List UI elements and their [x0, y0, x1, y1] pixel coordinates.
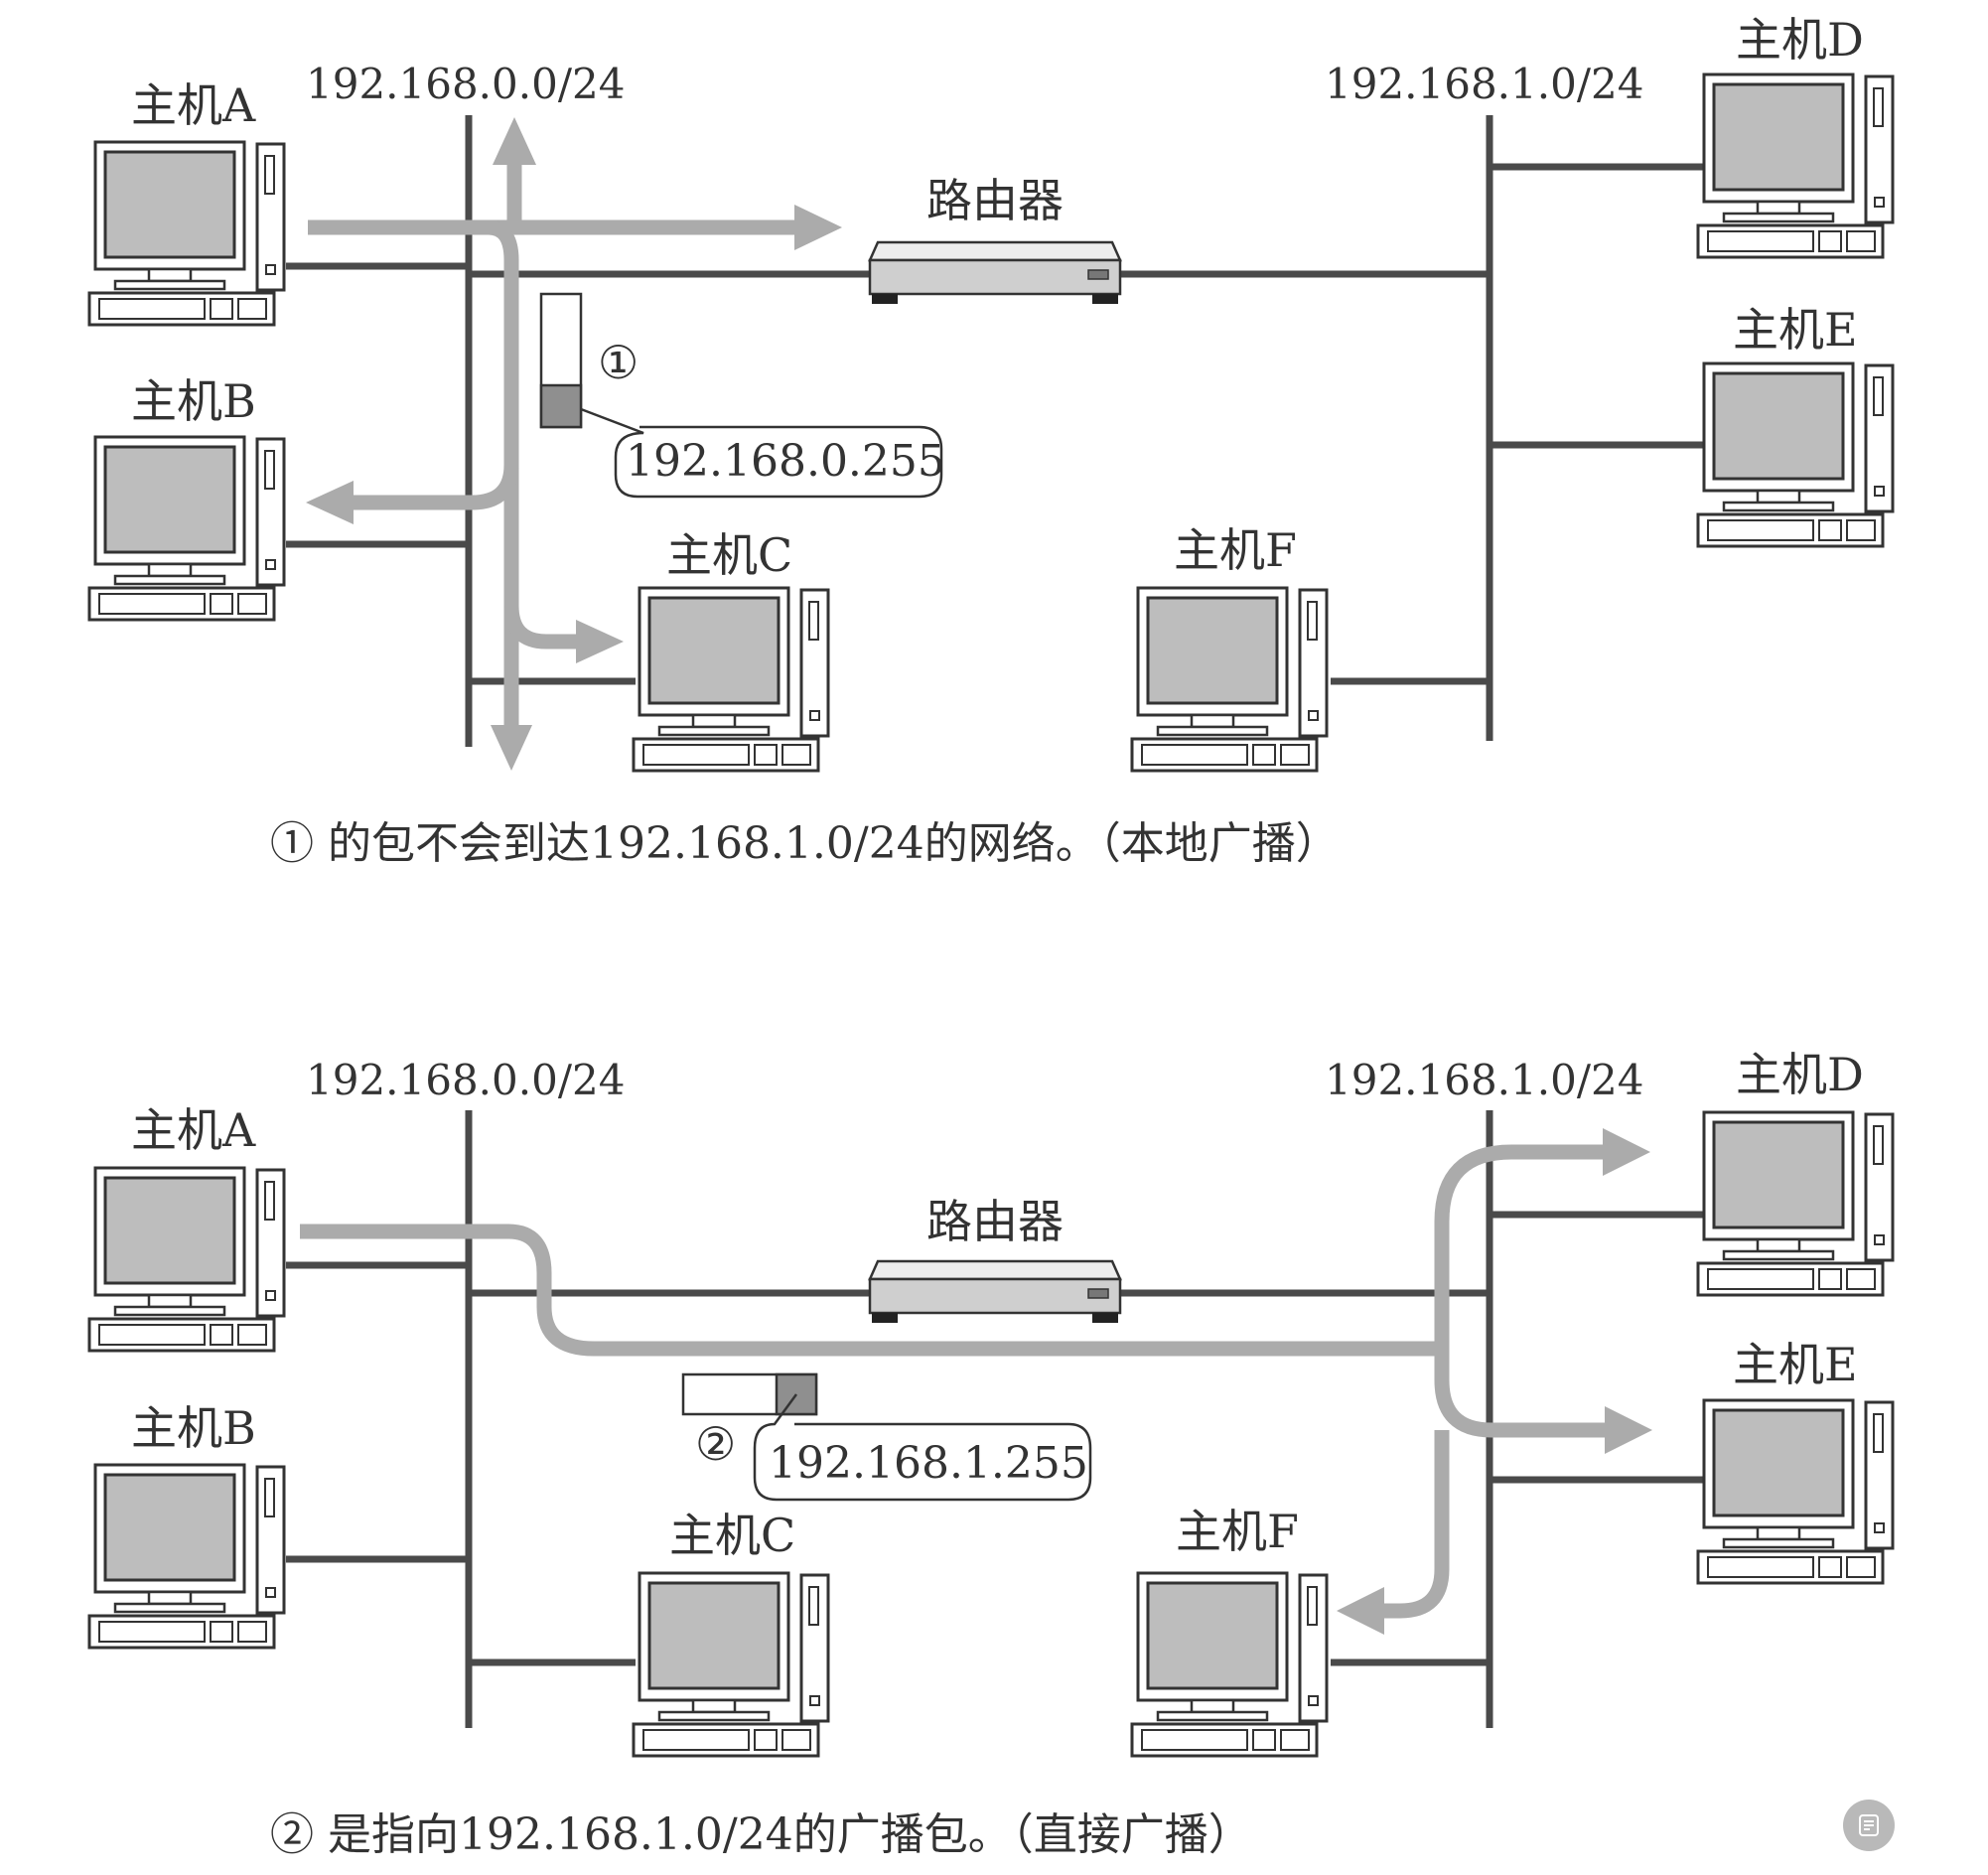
- diagram-directed-broadcast: 192.168.0.0/24 192.168.1.0/24 路由器 主机A 主机…: [87, 1048, 1895, 1860]
- host-d-computer-icon: [1696, 1110, 1895, 1297]
- host-f-label: 主机F: [1174, 523, 1297, 577]
- host-c-computer-icon: [632, 1571, 830, 1758]
- packet-marker: ②: [695, 1417, 736, 1471]
- host-a-computer-icon: [87, 140, 286, 327]
- arrow-to-host-e: [1434, 1349, 1613, 1438]
- arrow-to-host-f: [1376, 1430, 1450, 1619]
- host-f-computer-icon: [1130, 1571, 1329, 1758]
- document-icon: [1859, 1814, 1879, 1836]
- host-b-computer-icon: [87, 435, 286, 622]
- caption: ② 是指向192.168.1.0/24的广播包。（直接广播）: [270, 1809, 1252, 1860]
- address-callout: [580, 407, 943, 499]
- caption: ① 的包不会到达192.168.1.0/24的网络。（本地广播）: [270, 818, 1340, 869]
- broadcast-arrows: [300, 1144, 1613, 1619]
- packet-marker: ①: [598, 336, 639, 389]
- host-e-computer-icon: [1696, 1398, 1895, 1585]
- network-label-left: 192.168.0.0/24: [306, 60, 625, 108]
- network-label-left: 192.168.0.0/24: [306, 1056, 625, 1104]
- host-a-label: 主机A: [131, 1103, 256, 1157]
- arrow-to-host-d: [1434, 1144, 1611, 1349]
- arrow-heads: [306, 117, 842, 771]
- document-icon-button[interactable]: [1843, 1800, 1895, 1851]
- packet-address: 192.168.0.255: [626, 436, 945, 487]
- host-d-label: 主机D: [1736, 1048, 1864, 1101]
- host-e-label: 主机E: [1733, 303, 1858, 357]
- host-b-label: 主机B: [131, 374, 256, 428]
- host-c-label: 主机C: [669, 1509, 795, 1562]
- host-a-computer-icon: [87, 1166, 286, 1353]
- network-label-right: 192.168.1.0/24: [1325, 60, 1643, 108]
- host-a-label: 主机A: [131, 78, 256, 132]
- host-c-computer-icon: [632, 586, 830, 773]
- router-label: 路由器: [926, 1195, 1064, 1248]
- network-cables: [286, 115, 1704, 747]
- host-b-computer-icon: [87, 1463, 286, 1650]
- host-f-computer-icon: [1130, 586, 1329, 773]
- packet-icon: [539, 292, 583, 429]
- router-icon: [868, 1259, 1122, 1325]
- arrow-to-host-c: [503, 605, 586, 649]
- arrow-heads: [1337, 1128, 1652, 1635]
- host-c-label: 主机C: [666, 528, 792, 582]
- router-label: 路由器: [926, 174, 1064, 227]
- host-d-computer-icon: [1696, 72, 1895, 259]
- host-e-label: 主机E: [1733, 1338, 1858, 1391]
- host-b-label: 主机B: [131, 1401, 256, 1455]
- address-callout: [753, 1393, 1092, 1502]
- host-e-computer-icon: [1696, 361, 1895, 548]
- arrow-to-host-b: [344, 464, 519, 510]
- packet-address: 192.168.1.255: [769, 1438, 1088, 1489]
- arrow-through-router: [300, 1224, 1442, 1357]
- network-label-right: 192.168.1.0/24: [1325, 1056, 1643, 1104]
- host-f-label: 主机F: [1176, 1505, 1299, 1558]
- diagram-local-broadcast: 192.168.0.0/24 192.168.1.0/24 路由器 主机A 主机…: [87, 13, 1895, 869]
- router-icon: [868, 240, 1122, 306]
- network-cables: [286, 1110, 1704, 1728]
- host-d-label: 主机D: [1736, 13, 1864, 67]
- packet-icon: [681, 1372, 818, 1416]
